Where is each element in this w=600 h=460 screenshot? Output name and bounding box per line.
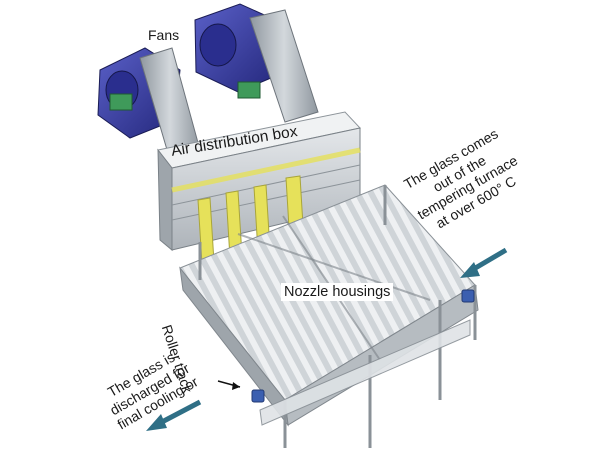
label-fans: Fans bbox=[148, 27, 180, 43]
fan-left-motor bbox=[109, 93, 133, 111]
arrow-down-left-icon bbox=[146, 399, 202, 431]
fan-right-motor bbox=[237, 81, 261, 99]
label-nozzle-housings: Nozzle housings bbox=[281, 283, 394, 302]
fan-right bbox=[194, 3, 319, 123]
roller-track-pointer bbox=[217, 380, 241, 390]
roller-motor-out bbox=[251, 389, 265, 403]
arrow-down-left-icon bbox=[460, 247, 508, 278]
supply-ducts bbox=[197, 175, 305, 265]
roller-motor-in bbox=[461, 289, 475, 303]
